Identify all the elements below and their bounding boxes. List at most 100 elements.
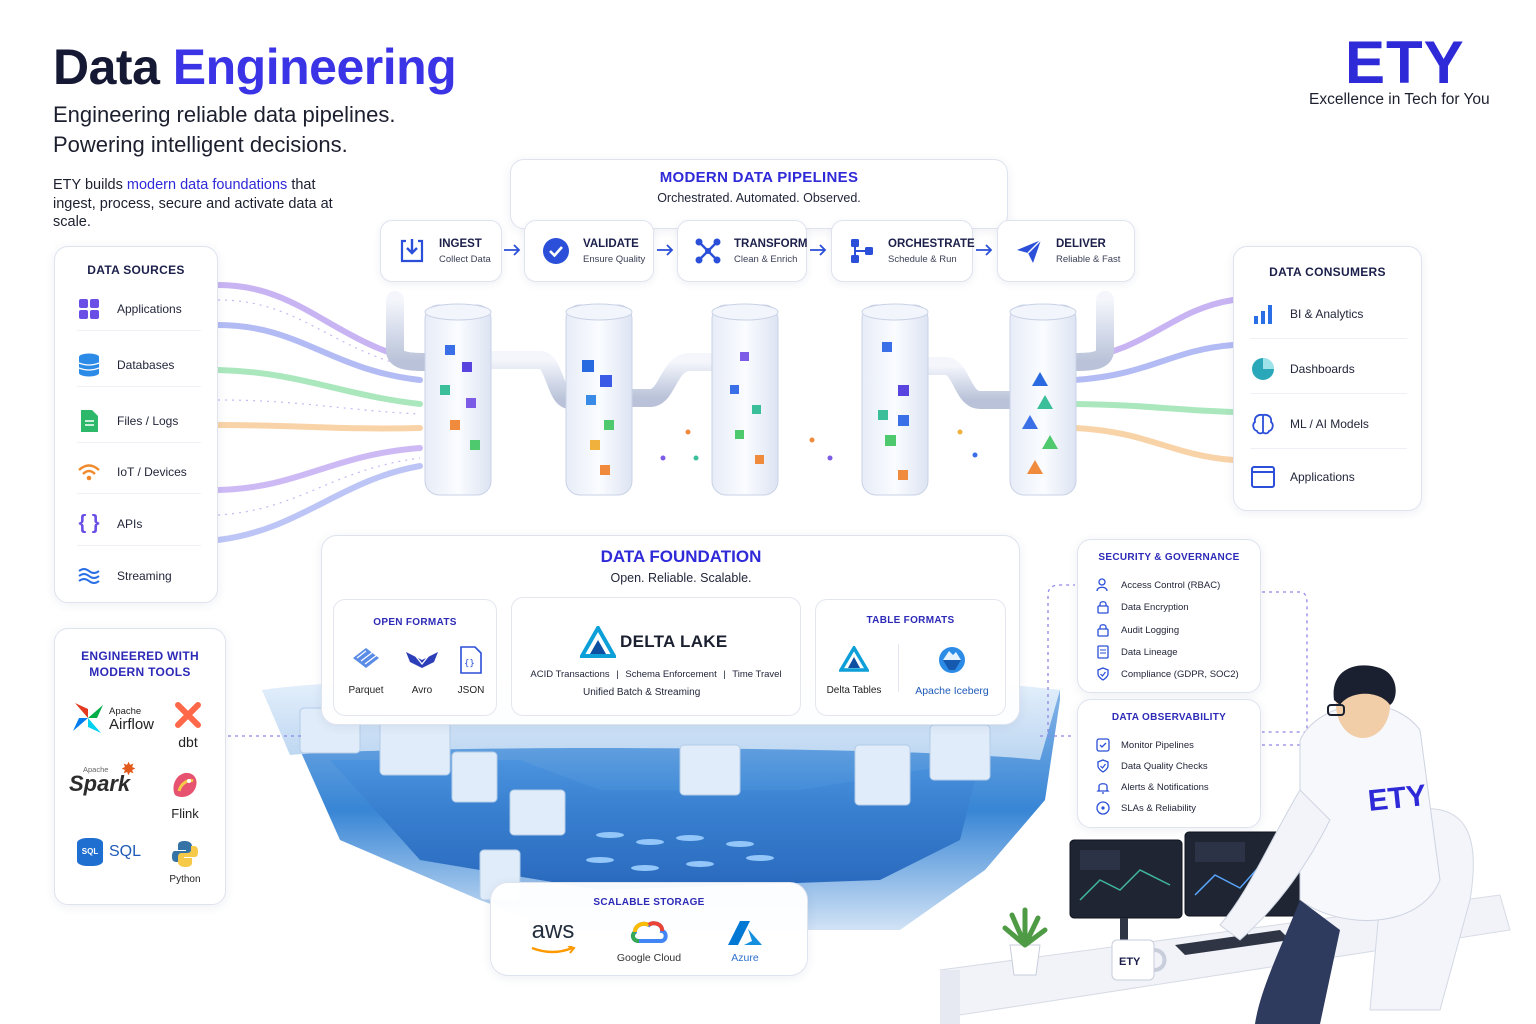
observability-item[interactable]: Alerts & Notifications [1096,780,1209,794]
consumer-item-dashboards[interactable]: Dashboards [1250,344,1407,394]
flink-icon [173,772,197,797]
source-label: Databases [117,357,175,372]
source-item-files-logs[interactable]: Files / Logs [77,399,201,443]
source-item-iot-devices[interactable]: IoT / Devices [77,450,201,494]
dbt-icon [175,702,201,728]
observability-item[interactable]: Data Quality Checks [1096,759,1208,773]
tools-title: ENGINEERED WITH MODERN TOOLS [55,648,225,680]
spark-star-icon: ✸ [121,759,137,779]
security-label: Audit Logging [1121,624,1180,636]
ice-platform [262,675,1060,930]
security-title: SECURITY & GOVERNANCE [1098,552,1240,563]
shield-check-icon [1096,759,1110,773]
waves-icon [77,564,101,588]
google-cloud-icon [630,921,668,943]
tools-title-line1: ENGINEERED WITH [81,649,199,663]
pie-chart-icon [1250,356,1276,382]
spark-small: Apache [83,765,109,774]
storage-title: SCALABLE STORAGE [593,897,705,908]
python-label: Python [169,874,201,885]
dbt-label: dbt [178,734,198,750]
source-item-applications[interactable]: Applications [77,287,201,331]
consumer-item-ml-ai[interactable]: ML / AI Models [1250,399,1407,449]
observability-item[interactable]: SLAs & Reliability [1096,801,1196,815]
brand-logo: ETY [1345,29,1465,96]
format-label: Apache Iceberg [915,685,989,697]
stage-sub: Ensure Quality [583,253,646,265]
wifi-icon [77,460,101,484]
provider-google-cloud: Google Cloud [609,919,689,964]
source-label: Streaming [117,569,172,583]
source-label: APIs [117,516,143,531]
data-sources-card: DATA SOURCES Applications Databases File… [54,246,218,603]
security-item[interactable]: Data Lineage [1096,645,1178,659]
sql-label: SQL [109,843,142,860]
source-item-streaming[interactable]: Streaming [77,554,201,598]
aws-logo: aws [531,917,575,944]
observability-label: Monitor Pipelines [1121,739,1194,751]
title-part1: Data [53,39,160,95]
feature-schema: Schema Enforcement [625,669,717,680]
source-item-databases[interactable]: Databases [77,343,201,387]
security-item[interactable]: Access Control (RBAC) [1096,578,1220,592]
pipelines-title: MODERN DATA PIPELINES [659,169,859,186]
stage-name: TRANSFORM [734,237,808,250]
check-circle-icon [541,236,571,266]
data-foundation-subtitle: Open. Reliable. Scalable. [610,571,752,585]
security-item[interactable]: Data Encryption [1096,600,1189,614]
delta-lake-icon [580,626,616,658]
security-item[interactable]: Audit Logging [1096,623,1179,637]
arrow-right-icon [657,244,674,256]
security-item[interactable]: Compliance (GDPR, SOC2) [1096,667,1239,681]
bar-chart-icon [1250,301,1276,327]
source-item-apis[interactable]: { } APIs [77,502,201,546]
tool-spark: Apache Spark ✸ [69,759,149,797]
flink-label: Flink [171,806,199,821]
observability-item[interactable]: Monitor Pipelines [1096,738,1194,752]
tools-title-line2: MODERN TOOLS [89,665,191,679]
data-foundation-title: DATA FOUNDATION [600,547,762,566]
format-json: {} JSON [454,646,488,696]
observability-label: SLAs & Reliability [1121,802,1196,814]
sql-badge-icon: SQL [77,838,103,866]
svg-text:{}: {} [464,659,475,669]
open-formats-title: OPEN FORMATS [373,617,457,628]
consumer-label: BI & Analytics [1290,306,1364,321]
python-icon [172,841,198,867]
tool-dbt: dbt [167,701,209,750]
consumer-item-bi-analytics[interactable]: BI & Analytics [1250,289,1407,339]
lock-icon [1096,600,1110,614]
json-file-icon: {} [460,646,482,674]
lock-icon [1096,623,1110,637]
stage-sub: Reliable & Fast [1056,253,1121,265]
feature-time-travel: Time Travel [732,669,782,680]
consumer-label: Applications [1290,470,1355,484]
mug-logo: ETY [1119,956,1141,968]
source-label: Files / Logs [117,413,179,428]
observability-title: DATA OBSERVABILITY [1111,712,1227,723]
data-observability-card: DATA OBSERVABILITY Monitor Pipelines Dat… [1077,699,1261,828]
azure-label: Azure [731,952,759,964]
consumer-item-applications[interactable]: Applications [1250,452,1407,502]
azure-icon [728,921,762,945]
parquet-icon [353,648,379,668]
scalable-storage-card: SCALABLE STORAGE aws Google Cloud Azure [490,882,808,976]
tool-python: Python [163,839,207,885]
format-label: JSON [457,685,485,696]
security-label: Access Control (RBAC) [1121,579,1221,591]
data-sources-title: DATA SOURCES [87,263,185,277]
observability-label: Alerts & Notifications [1121,781,1209,793]
observability-label: Data Quality Checks [1121,760,1208,772]
spark-label: Spark [69,771,131,796]
braces-icon: { } [78,512,100,534]
stage-name: VALIDATE [583,237,639,250]
stage-validate[interactable]: VALIDATE Ensure Quality [524,220,654,282]
grid-icon [77,297,101,321]
stage-name: INGEST [439,237,482,250]
